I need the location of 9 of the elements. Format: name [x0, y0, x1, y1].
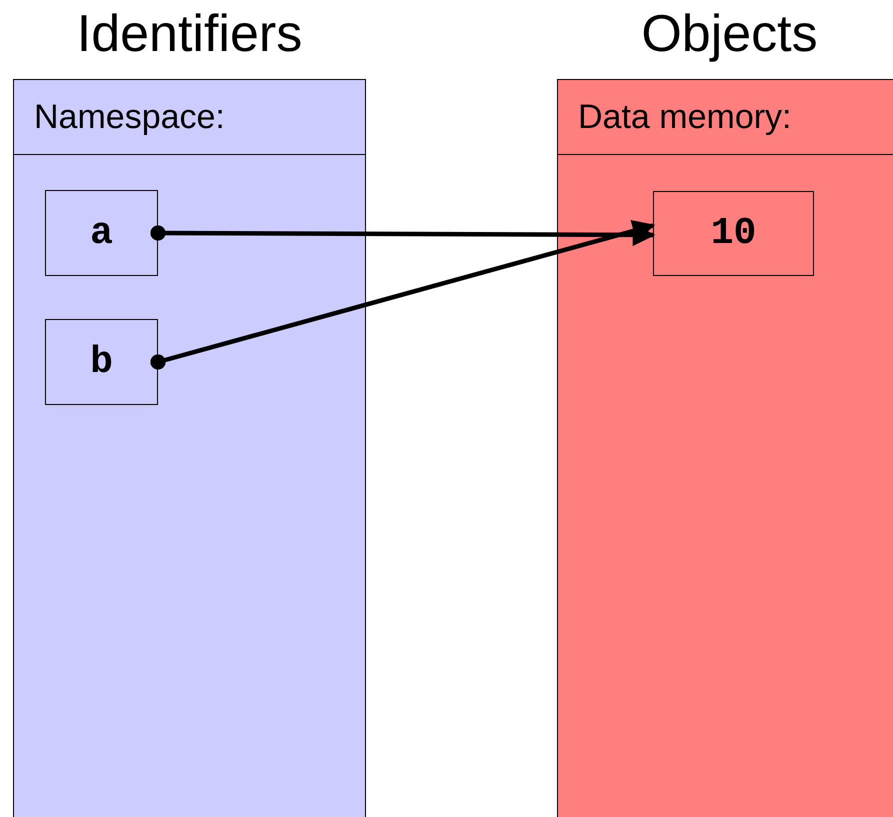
identifier-box: a [45, 190, 158, 276]
column-title: Objects [640, 4, 819, 65]
column-title: Identifiers [76, 4, 304, 65]
identifier-box: b [45, 319, 158, 405]
arrow [150, 220, 656, 370]
panel-heading: Namespace: [34, 97, 225, 137]
arrow [150, 224, 656, 246]
object-box: 10 [653, 191, 814, 276]
panel-heading: Data memory: [578, 97, 792, 137]
